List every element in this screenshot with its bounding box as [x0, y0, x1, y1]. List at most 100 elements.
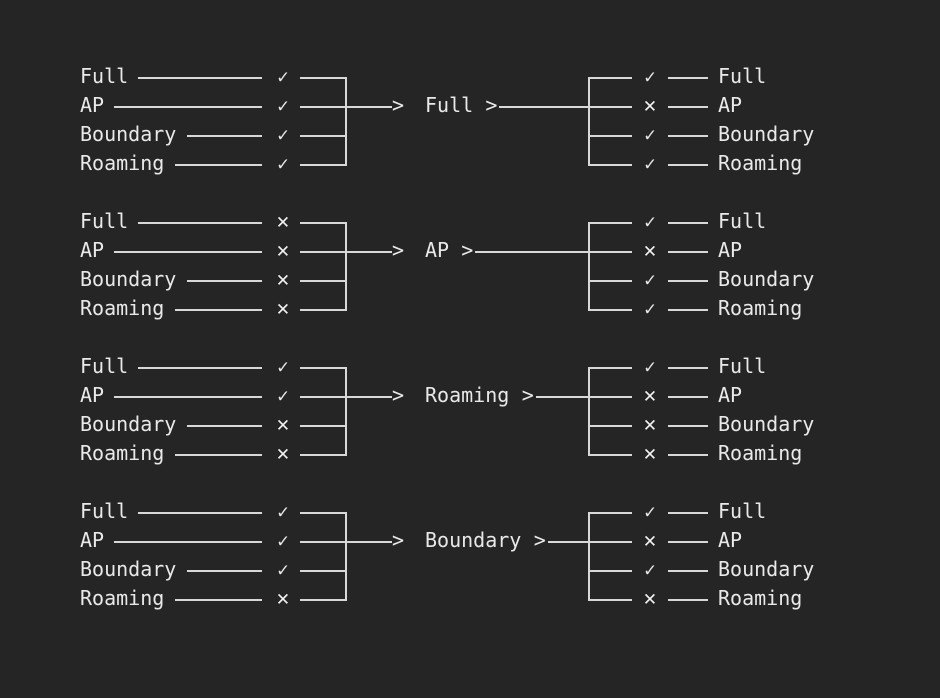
split-bracket-stem [588, 222, 590, 311]
output-label: Roaming [718, 586, 803, 610]
output-label: Boundary [718, 267, 815, 291]
input-mark-yes: ✓ [272, 526, 294, 556]
output-label: Full [718, 64, 767, 88]
merge-bracket-arm [300, 280, 347, 282]
output-connector-line [668, 135, 708, 137]
input-mark-yes: ✓ [272, 120, 294, 150]
output-mark-yes: ✓ [639, 497, 661, 527]
output-label: Full [718, 209, 767, 233]
output-mark-no: ✕ [639, 236, 661, 265]
output-mark-yes: ✓ [639, 120, 661, 150]
split-bracket-stem [588, 367, 590, 456]
output-connector-line [668, 106, 708, 108]
input-label: Boundary [80, 267, 177, 291]
output-connector-line [668, 222, 708, 224]
input-connector-line [174, 599, 262, 601]
split-feed-line [499, 106, 590, 108]
merge-to-arrow-line [345, 251, 392, 253]
input-connector-line [174, 164, 262, 166]
output-connector-line [668, 251, 708, 253]
split-bracket-arm [588, 280, 632, 282]
check-icon: ✓ [277, 385, 289, 407]
state-label: Roaming [425, 383, 510, 407]
input-connector-line [186, 280, 262, 282]
input-label: Roaming [80, 151, 165, 175]
cross-icon: ✕ [643, 412, 657, 436]
split-bracket-arm [588, 222, 632, 224]
output-mark-no: ✕ [639, 91, 661, 120]
output-connector-line [668, 309, 708, 311]
input-connector-line [138, 512, 262, 514]
output-connector-line [668, 512, 708, 514]
input-mark-no: ✕ [272, 410, 294, 439]
split-bracket-stem [588, 77, 590, 166]
check-icon: ✓ [644, 124, 656, 146]
arrow-head-icon: > [392, 93, 405, 117]
input-label: Boundary [80, 122, 177, 146]
check-icon: ✓ [277, 559, 289, 581]
merge-bracket-arm [300, 454, 347, 456]
input-mark-yes: ✓ [272, 555, 294, 585]
input-connector-line [186, 135, 262, 137]
cross-icon: ✕ [643, 441, 657, 465]
split-bracket-arm [588, 106, 632, 108]
arrow-head-icon: > [392, 383, 405, 407]
cross-icon: ✕ [643, 586, 657, 610]
output-label: Boundary [718, 122, 815, 146]
check-icon: ✓ [277, 95, 289, 117]
output-mark-yes: ✓ [639, 62, 661, 92]
state-label: AP [425, 238, 450, 262]
output-connector-line [668, 164, 708, 166]
input-label: Roaming [80, 441, 165, 465]
merge-bracket-arm [300, 222, 347, 224]
cross-icon: ✕ [643, 528, 657, 552]
output-connector-line [668, 541, 708, 543]
merge-bracket-arm [300, 396, 347, 398]
split-bracket-arm [588, 599, 632, 601]
input-mark-yes: ✓ [272, 62, 294, 92]
merge-bracket-arm [300, 599, 347, 601]
input-label: Roaming [80, 586, 165, 610]
cross-icon: ✕ [276, 412, 290, 436]
input-mark-yes: ✓ [272, 497, 294, 527]
output-label: Roaming [718, 151, 803, 175]
split-bracket-arm [588, 251, 632, 253]
input-connector-line [114, 396, 262, 398]
output-label: Full [718, 499, 767, 523]
output-mark-yes: ✓ [639, 207, 661, 237]
output-connector-line [668, 280, 708, 282]
input-mark-yes: ✓ [272, 352, 294, 382]
merge-bracket-arm [300, 367, 347, 369]
output-connector-line [668, 599, 708, 601]
check-icon: ✓ [277, 501, 289, 523]
input-connector-line [174, 309, 262, 311]
check-icon: ✓ [277, 153, 289, 175]
input-label: Boundary [80, 412, 177, 436]
state-label: Full [425, 93, 474, 117]
check-icon: ✓ [644, 356, 656, 378]
output-label: Roaming [718, 296, 803, 320]
group-ap: Full✕AP✕Boundary✕Roaming✕>AP>✓Full✕AP✓Bo… [0, 207, 940, 323]
input-connector-line [186, 570, 262, 572]
input-label: AP [80, 93, 105, 117]
split-bracket-arm [588, 367, 632, 369]
output-mark-no: ✕ [639, 381, 661, 410]
output-connector-line [668, 570, 708, 572]
input-connector-line [138, 367, 262, 369]
output-label: AP [718, 93, 743, 117]
merge-bracket-arm [300, 570, 347, 572]
cross-icon: ✕ [276, 296, 290, 320]
check-icon: ✓ [644, 153, 656, 175]
merge-to-arrow-line [345, 106, 392, 108]
split-bracket-arm [588, 541, 632, 543]
input-label: Full [80, 354, 129, 378]
cross-icon: ✕ [643, 238, 657, 262]
output-connector-line [668, 77, 708, 79]
cross-icon: ✕ [276, 238, 290, 262]
input-connector-line [138, 77, 262, 79]
input-label: Full [80, 64, 129, 88]
input-connector-line [138, 222, 262, 224]
check-icon: ✓ [644, 559, 656, 581]
check-icon: ✓ [644, 66, 656, 88]
